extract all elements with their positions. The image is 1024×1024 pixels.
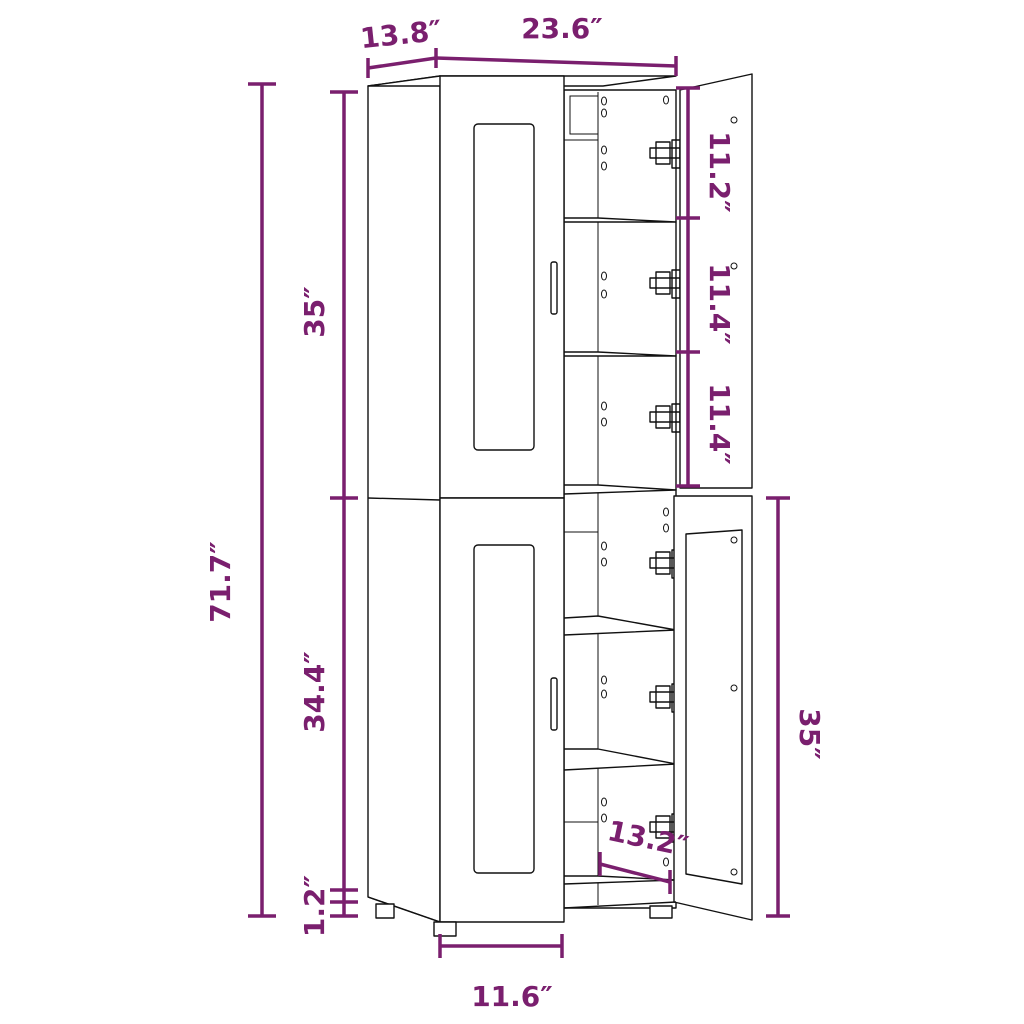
upper-left-door bbox=[439, 75, 565, 499]
foot-front-left bbox=[433, 921, 457, 937]
label-door-height: 35″ bbox=[793, 708, 826, 759]
label-lower-height: 34.4″ bbox=[298, 651, 331, 733]
label-upper-height: 35″ bbox=[298, 286, 331, 337]
dimension-line bbox=[367, 56, 437, 70]
lower-handle bbox=[550, 677, 558, 731]
cabinet-body bbox=[367, 73, 753, 937]
lower-left-door bbox=[439, 497, 565, 923]
dimension-line bbox=[435, 56, 677, 68]
label-width: 23.6″ bbox=[521, 12, 603, 45]
label-door-width: 11.6″ bbox=[471, 980, 553, 1013]
dimension-line bbox=[599, 862, 671, 884]
label-total-height: 71.7″ bbox=[204, 541, 237, 623]
upper-glass-panel bbox=[473, 123, 535, 451]
label-base-height: 1.2″ bbox=[298, 875, 331, 937]
upper-right-door-open bbox=[679, 73, 753, 489]
shelf-pin-holes bbox=[601, 95, 669, 867]
open-door-glass bbox=[685, 529, 743, 885]
dimension-labels: 13.8″ 23.6″ 71.7″ 35″ 34.4″ 1.2″ 11.2″ 1… bbox=[204, 12, 826, 1013]
upper-handle bbox=[550, 261, 558, 315]
interior bbox=[563, 89, 677, 909]
side-panel-split bbox=[367, 497, 441, 501]
label-shelf-top: 11.2″ bbox=[703, 131, 736, 213]
label-depth: 13.8″ bbox=[359, 14, 444, 55]
foot-front-right bbox=[649, 905, 673, 919]
label-shelf-low: 11.4″ bbox=[703, 383, 736, 465]
foot-back bbox=[375, 903, 395, 919]
dimension-lines bbox=[248, 48, 790, 958]
label-shelf-mid: 11.4″ bbox=[703, 263, 736, 345]
lower-right-door-open bbox=[673, 495, 753, 921]
lower-glass-panel bbox=[473, 544, 535, 874]
